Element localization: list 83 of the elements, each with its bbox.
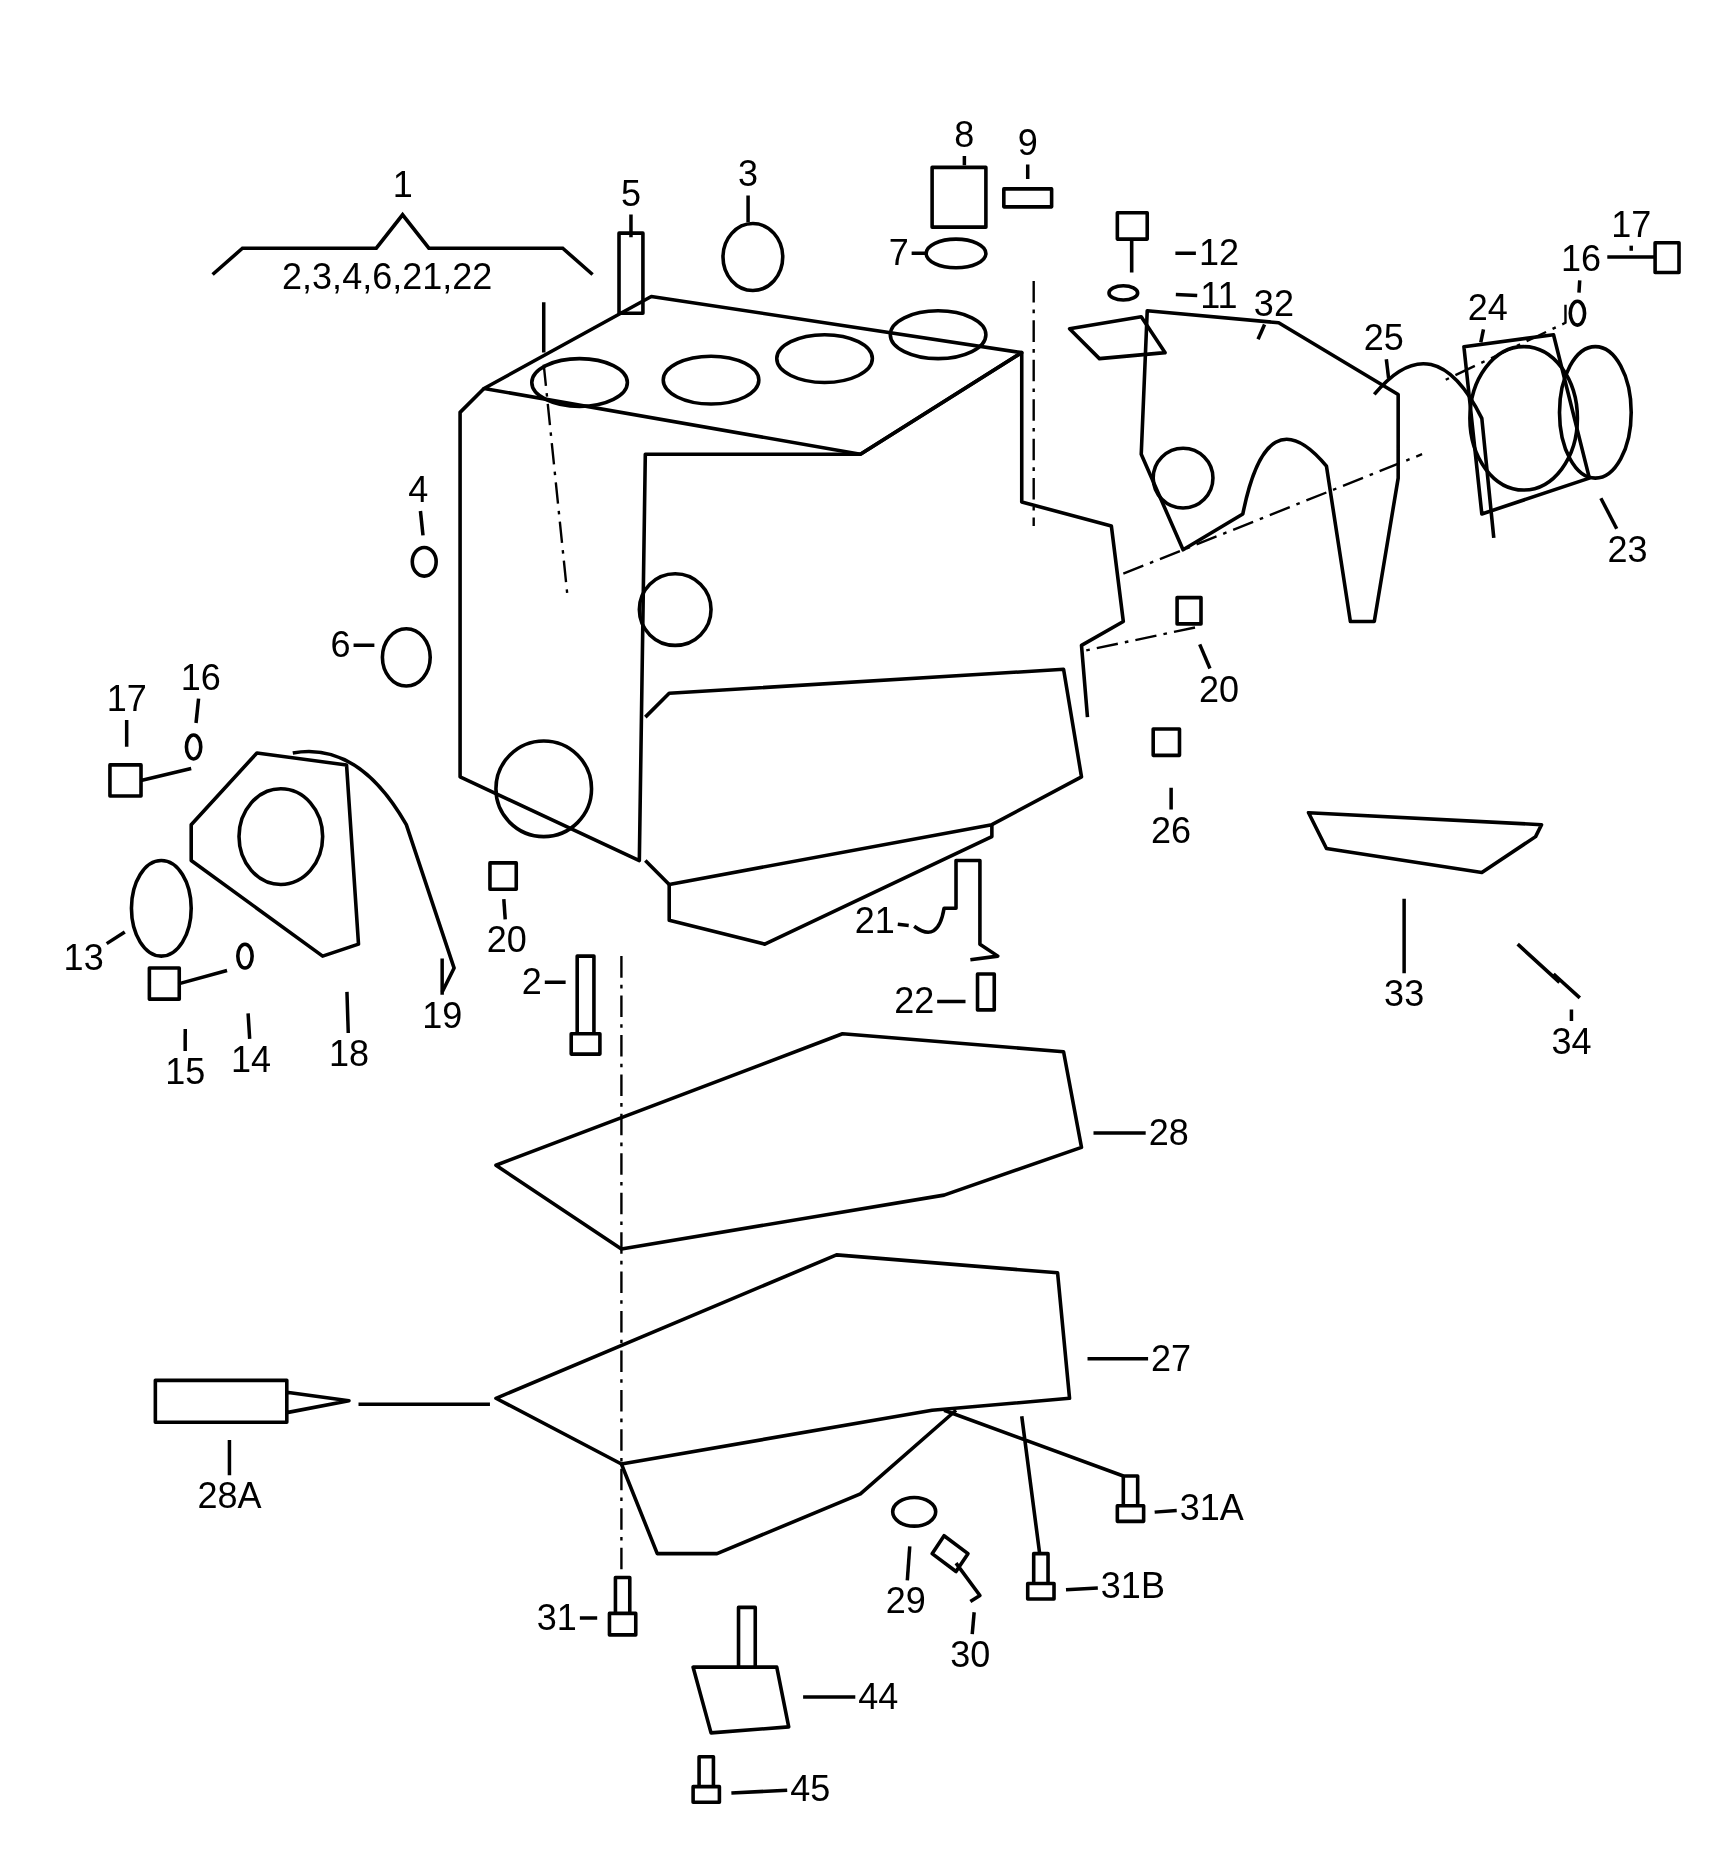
callout-number: 11 [1200, 278, 1238, 315]
leader-line [579, 1616, 598, 1620]
leader-line [1154, 1508, 1177, 1514]
callout-number: 17 [1611, 206, 1652, 243]
leader-line [746, 195, 750, 223]
callout-number: 16 [180, 659, 221, 696]
callout-number: 24 [1467, 290, 1508, 327]
callout-number: 30 [950, 1637, 991, 1674]
leader-line [1198, 643, 1212, 670]
leader-line [1065, 1586, 1098, 1592]
callout-number: 28 [1148, 1114, 1189, 1151]
leader-line [897, 922, 909, 928]
callout-number: 2 [521, 964, 542, 1001]
leader-line [1629, 245, 1633, 251]
callout-number: 44 [858, 1678, 899, 1715]
leader-line [1256, 323, 1267, 340]
callout-number: 15 [165, 1053, 206, 1090]
callout-number: 20 [1198, 671, 1239, 708]
leader-line [1479, 328, 1486, 343]
callout-number: 6 [330, 627, 351, 664]
callout-number: 27 [1151, 1340, 1192, 1377]
leader-line [1599, 497, 1619, 530]
leader-line [937, 999, 966, 1004]
callout-number: 9 [1017, 125, 1038, 162]
callout-number: 26 [1151, 812, 1192, 849]
part-number-list: 2,3,4,6,21,22 [282, 259, 493, 296]
callout-number: 21 [854, 903, 895, 940]
leader-line [1087, 1357, 1149, 1361]
callout-number: 45 [790, 1770, 831, 1807]
leader-line [440, 958, 444, 995]
leader-line [246, 1013, 252, 1040]
leader-line [183, 1029, 187, 1051]
callout-number: 1 [392, 167, 413, 204]
callout-number: 19 [422, 997, 463, 1034]
leader-line [1577, 280, 1582, 293]
leader-line [629, 214, 633, 238]
callout-number: 3 [738, 156, 759, 193]
leader-line [353, 643, 375, 648]
callout-number: 20 [486, 922, 527, 959]
callout-number: 33 [1384, 976, 1425, 1013]
leader-line [544, 980, 566, 985]
leader-line [124, 720, 129, 747]
leader-line [194, 698, 201, 724]
callout-number: 7 [888, 235, 909, 272]
callout-number: 31A [1179, 1490, 1244, 1527]
callout-number: 8 [954, 117, 975, 154]
leader-line [1025, 164, 1030, 180]
callout-number: 28A [197, 1478, 262, 1515]
callout-number: 17 [106, 681, 147, 718]
leader-line [105, 930, 126, 946]
leader-line [1384, 359, 1391, 379]
callout-number: 23 [1607, 531, 1648, 568]
leader-line [1569, 1009, 1574, 1022]
leader-line [345, 991, 350, 1034]
leader-line [970, 1612, 976, 1635]
leader-line [911, 251, 927, 256]
leader-line [418, 510, 425, 536]
leader-line [803, 1695, 856, 1699]
callout-number: 31 [536, 1600, 577, 1637]
callout-number: 34 [1551, 1024, 1592, 1061]
callout-number: 31B [1100, 1567, 1165, 1604]
leader-line [1169, 787, 1173, 810]
callout-number: 22 [894, 983, 935, 1020]
callout-number: 16 [1561, 241, 1601, 278]
leader-line [502, 899, 507, 920]
leader-line [1402, 898, 1406, 974]
callout-number: 18 [328, 1036, 369, 1072]
callout-number: 12 [1198, 235, 1239, 272]
leader-line [542, 302, 546, 353]
leader-line [227, 1440, 232, 1476]
leader-line [1175, 292, 1198, 298]
leader-line [962, 156, 967, 166]
leader-line [1093, 1131, 1146, 1135]
leader-line [905, 1546, 912, 1581]
callout-number: 4 [408, 471, 429, 508]
callout-number: 14 [230, 1041, 271, 1078]
leader-line [731, 1788, 788, 1795]
callout-number: 29 [885, 1583, 926, 1620]
callout-number: 13 [63, 940, 104, 977]
callout-number: 5 [620, 175, 641, 212]
callout-number: 32 [1253, 285, 1294, 322]
callout-number: 25 [1363, 320, 1404, 357]
leader-line [1175, 251, 1196, 256]
